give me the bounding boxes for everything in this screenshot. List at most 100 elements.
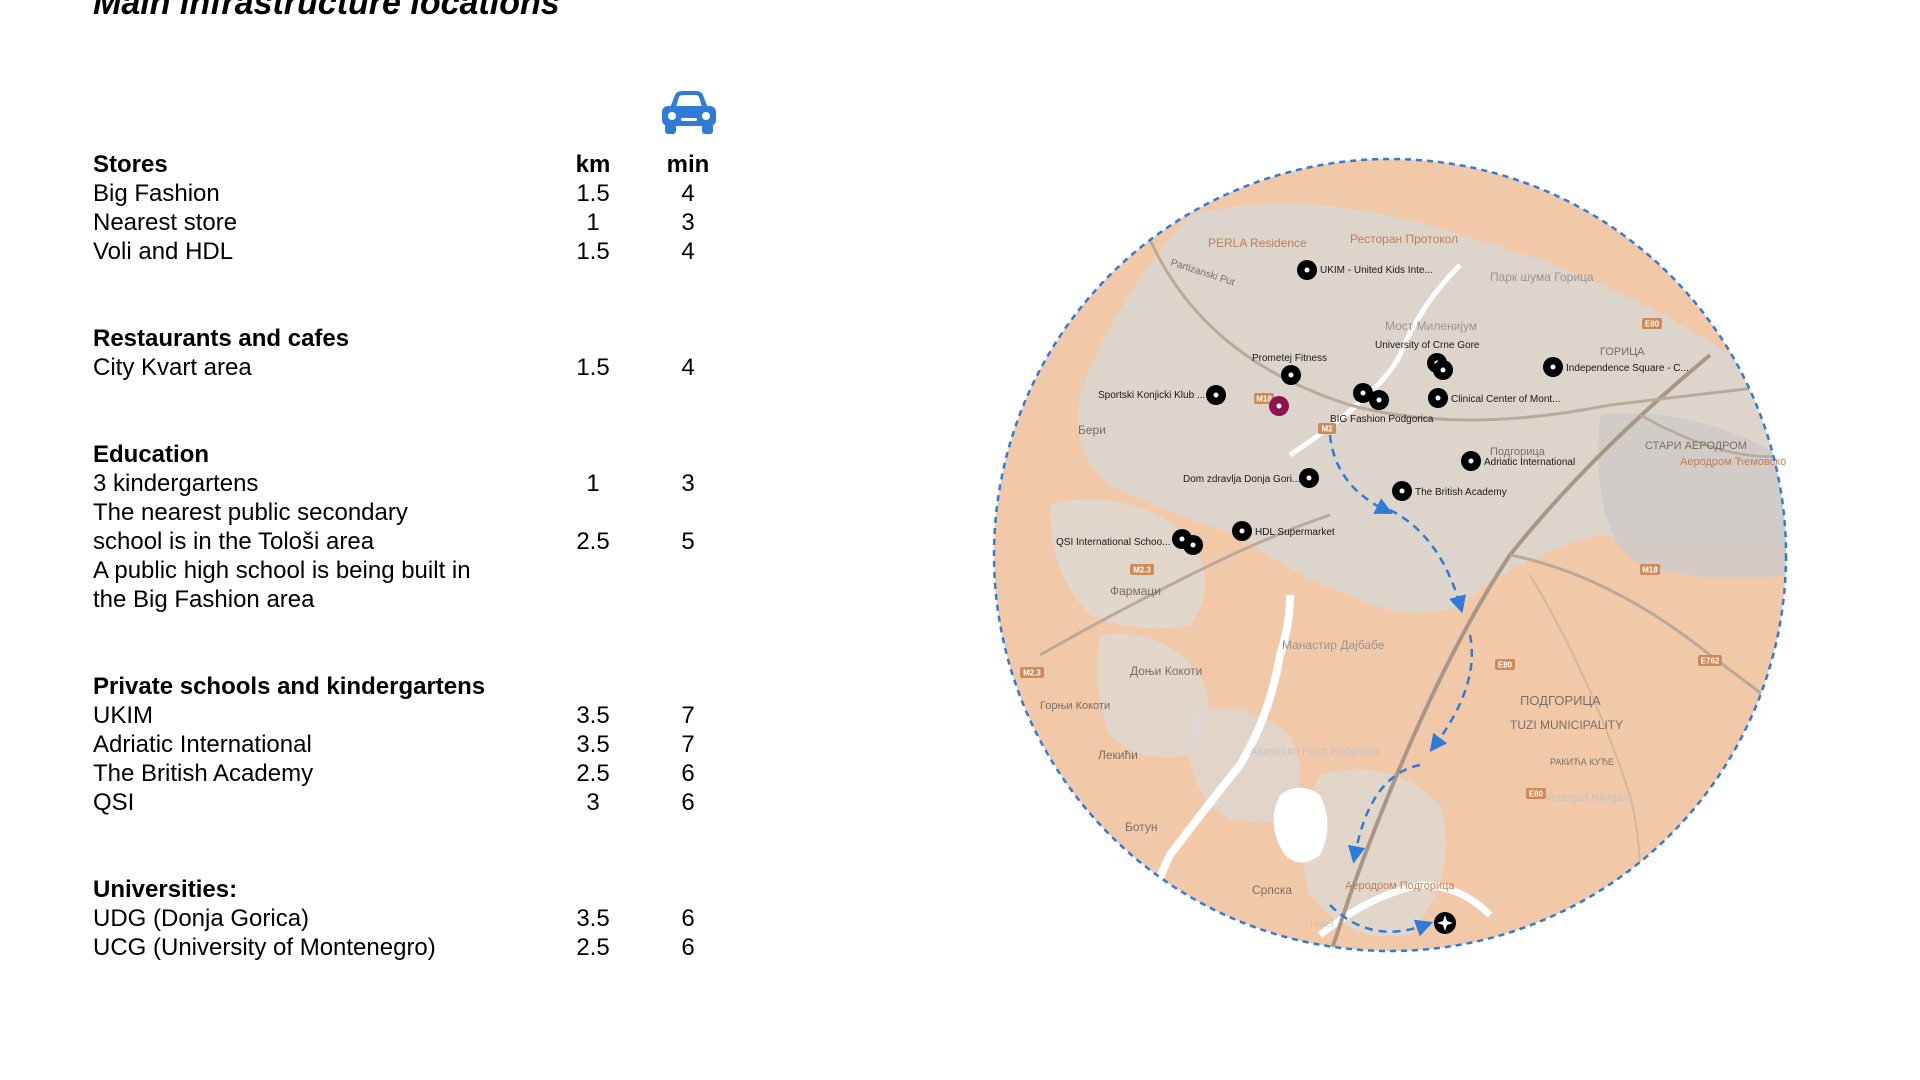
list-item: QSI 3 6 <box>93 788 733 817</box>
lake <box>1273 787 1328 863</box>
place-label: Аеродром Подгорица <box>1345 880 1455 892</box>
section-title: Stores <box>93 151 168 178</box>
place-label: Манастир Дајбабе <box>1282 638 1385 652</box>
map-marker[interactable] <box>1297 260 1317 280</box>
road-label: E762 <box>1701 657 1720 666</box>
road <box>1328 353 1712 951</box>
place-label: Доњи Кокоти <box>1130 664 1202 678</box>
section-education: Education 3 kindergartens 1 3 The neares… <box>93 440 733 614</box>
item-km: 1.5 <box>576 238 610 265</box>
item-label: UDG (Donja Gorica) <box>93 905 310 932</box>
list-item: UCG (University of Montenegro) 2.5 6 <box>93 933 733 962</box>
road-label: E80 <box>1529 790 1544 799</box>
map-marker[interactable] <box>1172 529 1192 549</box>
radius-circle <box>992 157 1788 953</box>
item-label: The nearest public secondary school is i… <box>93 499 408 555</box>
item-label: A public high school is being built in t… <box>93 557 471 613</box>
place-label: Мост Миленијум <box>1385 319 1477 333</box>
road-label: M2.3 <box>1023 669 1041 678</box>
item-min: 3 <box>681 209 695 236</box>
list-item: City Kvart area 1.5 4 <box>93 353 733 382</box>
item-km: 3.5 <box>576 905 610 932</box>
item-label: Voli and HDL <box>93 238 234 265</box>
list-item: A public high school is being built in t… <box>93 556 733 614</box>
item-min: 7 <box>681 731 695 758</box>
item-min: 5 <box>681 528 695 555</box>
list-item: Adriatic International 3.5 7 <box>93 730 733 759</box>
map-marker[interactable] <box>1543 357 1563 377</box>
item-label: 3 kindergartens <box>93 470 259 497</box>
map-marker[interactable] <box>1299 468 1319 488</box>
item-km: 3 <box>586 789 600 816</box>
column-header-min: min <box>666 151 710 178</box>
home-marker[interactable] <box>1269 396 1289 416</box>
item-label: Nearest store <box>93 209 238 236</box>
item-km: 1.5 <box>576 354 610 381</box>
list-item: The British Academy 2.5 6 <box>93 759 733 788</box>
place-label: ПОДГОРИЦА <box>1520 693 1601 708</box>
item-label: Big Fashion <box>93 180 220 207</box>
road-shields: E80 E80 E80 E762 M18 M2.3 M2.3 M18 M2 <box>1020 318 1722 799</box>
section-stores: Stores Big Fashion 1.5 4 Nearest store 1… <box>93 150 733 266</box>
place-label: Аеродром Ћемовско Поље <box>1680 456 1790 468</box>
map-marker[interactable] <box>1369 390 1389 410</box>
item-min: 6 <box>681 905 695 932</box>
list-item: Big Fashion 1.5 4 <box>93 179 733 208</box>
item-min: 6 <box>681 760 695 787</box>
poi-labels: UKIM - United Kids Inte... University of… <box>1056 265 1689 548</box>
list-item: Nearest store 1 3 <box>93 208 733 237</box>
map-marker[interactable] <box>1353 383 1373 403</box>
road-label: M18 <box>1642 566 1658 575</box>
urban-area <box>1302 769 1446 937</box>
place-label: Ресторан Протокол <box>1350 232 1458 246</box>
item-min: 4 <box>681 354 695 381</box>
place-label: TUZI MUNICIPALITY <box>1510 718 1623 732</box>
place-label: Парк шума Горица <box>1490 270 1594 284</box>
place-label: Ботун <box>1125 820 1158 834</box>
item-km: 1 <box>586 209 600 236</box>
page-title: Main infrastructure locations <box>93 0 560 22</box>
item-km: 3.5 <box>576 702 610 729</box>
place-label: Подгорица <box>1490 446 1546 458</box>
map-svg: E80 E80 E80 E762 M18 M2.3 M2.3 M18 M2 PE… <box>992 157 1790 953</box>
poi-label: Prometej Fitness <box>1252 353 1327 364</box>
place-label: Фармаци <box>1110 584 1161 598</box>
map-marker[interactable] <box>1433 360 1453 380</box>
road-label: M2.3 <box>1133 566 1151 575</box>
map-marker[interactable] <box>1232 521 1252 541</box>
item-km: 1.5 <box>576 180 610 207</box>
poi-label: Independence Square - C... <box>1566 363 1689 374</box>
area-map: E80 E80 E80 E762 M18 M2.3 M2.3 M18 M2 PE… <box>990 155 1790 955</box>
river <box>1317 881 1493 938</box>
item-min: 3 <box>681 470 695 497</box>
item-km: 2.5 <box>576 760 610 787</box>
poi-label: UKIM - United Kids Inte... <box>1320 265 1433 276</box>
poi-label: The British Academy <box>1415 487 1507 498</box>
column-header-km: km <box>575 151 611 178</box>
section-title: Universities: <box>93 876 238 903</box>
poi-label: Clinical Center of Mont... <box>1451 394 1561 405</box>
item-label: QSI <box>93 789 135 816</box>
place-label: Hotel <box>1310 919 1333 930</box>
section-restaurants: Restaurants and cafes City Kvart area 1.… <box>93 324 733 382</box>
section-title: Private schools and kindergartens <box>93 673 486 700</box>
item-label: Adriatic International <box>93 731 312 758</box>
item-min: 7 <box>681 702 695 729</box>
poi-label: HDL Supermarket <box>1255 527 1335 538</box>
place-label: Бери <box>1078 423 1106 437</box>
place-labels: PERLA Residence Ресторан Протокол Partiz… <box>1040 232 1790 930</box>
map-marker[interactable] <box>1281 365 1301 385</box>
list-item: 3 kindergartens 1 3 <box>93 469 733 498</box>
item-km: 2.5 <box>576 934 610 961</box>
map-marker[interactable] <box>1206 385 1226 405</box>
place-label: Aluminum Plant Podgorica <box>1250 746 1381 758</box>
road-label: M18 <box>1256 395 1272 404</box>
map-marker[interactable] <box>1392 481 1412 501</box>
poi-label: University of Crne Gore <box>1375 340 1480 351</box>
poi-label: QSI International Schoo... <box>1056 537 1171 548</box>
map-marker[interactable] <box>1428 388 1448 408</box>
poi-markers <box>1172 260 1563 934</box>
item-label: The British Academy <box>93 760 314 787</box>
map-marker[interactable] <box>1461 451 1481 471</box>
poi-label: BIG Fashion Podgorica <box>1330 414 1434 425</box>
